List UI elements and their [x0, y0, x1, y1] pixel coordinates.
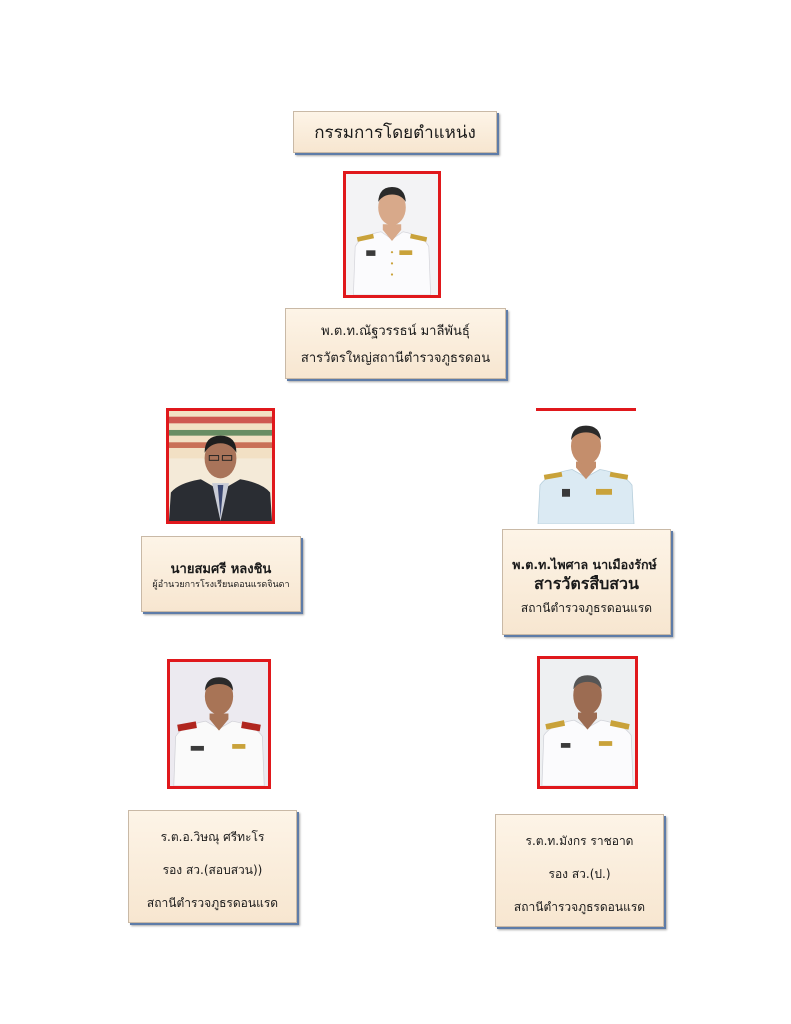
- officer-card-top: พ.ต.ท.ณัฐวรรธน์ มาลีพันธุ์ สารวัตรใหญ่สถ…: [285, 308, 506, 379]
- person-name: นายสมศรี หลงชิน: [170, 562, 272, 577]
- portrait-photo-bottom-left: [167, 659, 271, 789]
- portrait-photo-right: [536, 408, 636, 524]
- portrait-photo-left: [166, 408, 275, 524]
- person-card-left: นายสมศรี หลงชิน ผู้อำนวยการโรงเรียนดอนแร…: [141, 536, 301, 612]
- officer-card-right: พ.ต.ท.ไพศาล นาเมืองรักษ์ สารวัตรสืบสวน ส…: [502, 529, 671, 635]
- portrait-photo-bottom-right: [537, 656, 638, 789]
- officer-position: สารวัตรสืบสวน: [534, 574, 639, 593]
- officer-card-bottom-right: ร.ต.ท.มังกร ราชอาด รอง สว.(ป.) สถานีตำรว…: [495, 814, 664, 927]
- portrait-photo-top: [343, 171, 441, 298]
- officer-organization: สถานีตำรวจภูธรดอนแรด: [146, 896, 279, 910]
- officer-position: สารวัตรใหญ่สถานีตำรวจภูธรดอน: [300, 351, 491, 366]
- officer-card-bottom-left: ร.ต.อ.วิษณุ ศรีทะโร รอง สว.(สอบสวน)) สถา…: [128, 810, 297, 923]
- page-title: กรรมการโดยตำแหน่ง: [314, 122, 476, 143]
- officer-name: พ.ต.ท.ณัฐวรรธน์ มาลีพันธุ์: [321, 324, 470, 339]
- officer-organization: สถานีตำรวจภูธรดอนแรด: [520, 601, 653, 615]
- person-position: ผู้อำนวยการโรงเรียนดอนแรดจินดา: [152, 580, 290, 590]
- officer-name: ร.ต.อ.วิษณุ ศรีทะโร: [160, 830, 265, 844]
- officer-name: ร.ต.ท.มังกร ราชอาด: [525, 834, 634, 848]
- officer-name: พ.ต.ท.ไพศาล นาเมืองรักษ์: [512, 557, 657, 572]
- page-title-box: กรรมการโดยตำแหน่ง: [293, 111, 497, 153]
- officer-position: รอง สว.(ป.): [548, 867, 611, 881]
- officer-position: รอง สว.(สอบสวน)): [162, 863, 263, 877]
- officer-organization: สถานีตำรวจภูธรดอนแรด: [513, 900, 646, 914]
